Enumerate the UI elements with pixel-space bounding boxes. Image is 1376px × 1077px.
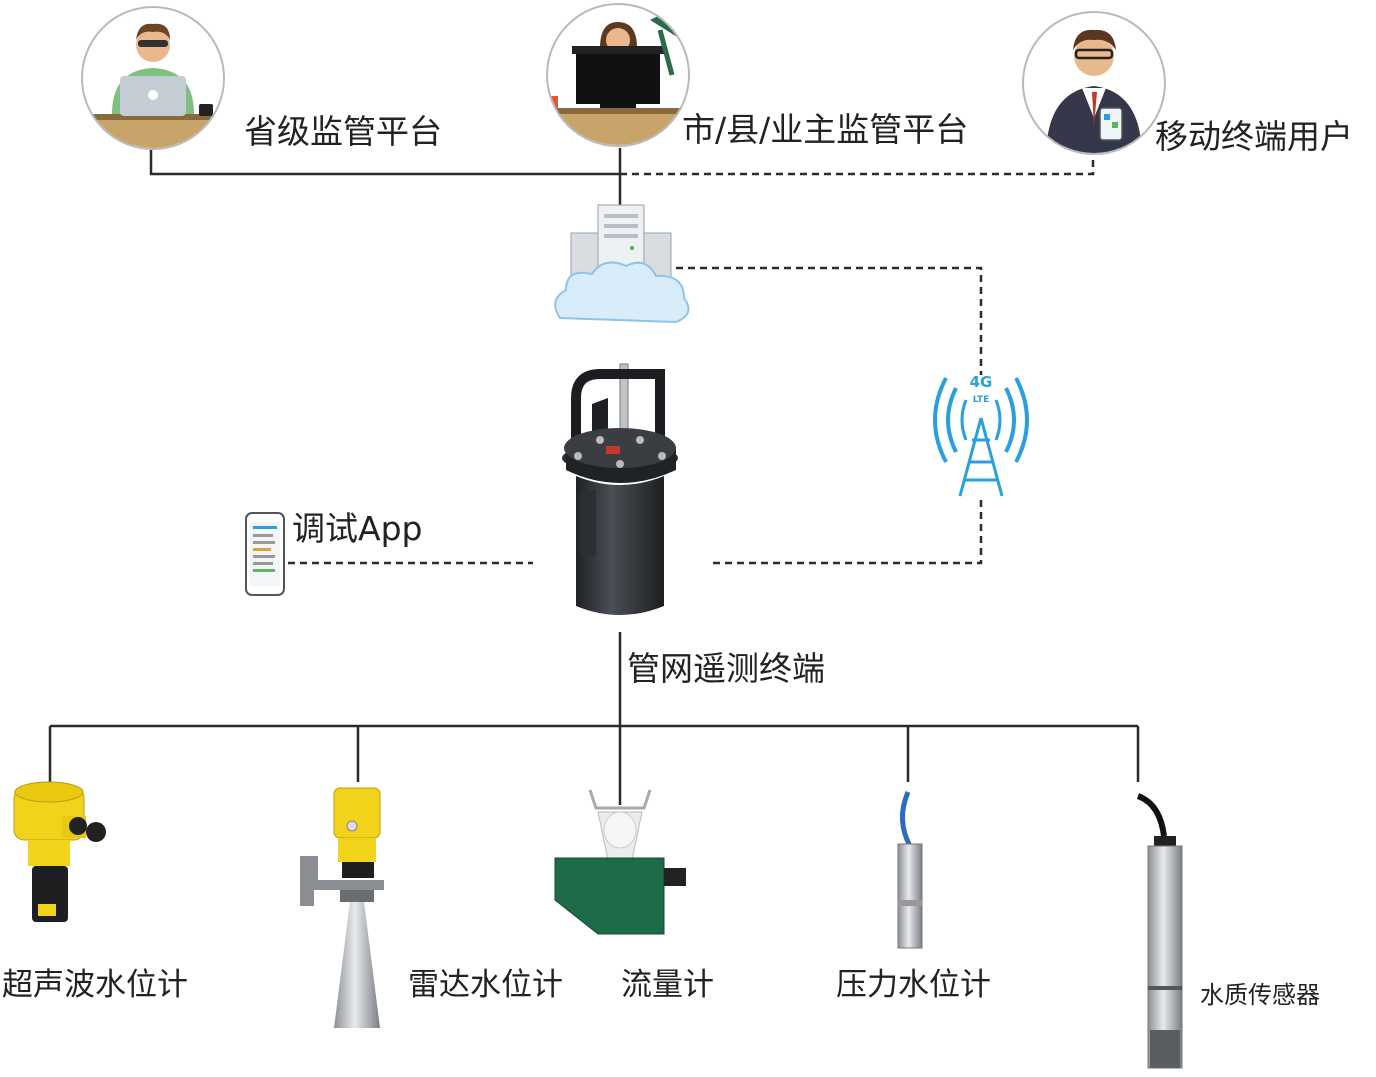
cloud-server-icon (554, 204, 690, 324)
mobile-dashed-line (620, 158, 1095, 176)
radar-label: 雷达水位计 (408, 967, 563, 1003)
connection-lines (48, 148, 1140, 805)
pressure-label: 压力水位计 (836, 967, 991, 1003)
pressure-sensor-device (897, 791, 923, 949)
debug-app-label: 调试App (292, 509, 423, 548)
water-quality-label: 水质传感器 (1200, 981, 1320, 1009)
flow-meter-device (554, 789, 686, 935)
provincial-platform-label: 省级监管平台 (244, 112, 442, 151)
cloud-to-tower-dashed-line (676, 266, 983, 375)
tower-to-terminal-dashed-line (712, 500, 983, 565)
water-quality-sensor-device (1136, 793, 1183, 1069)
mobile-user-label: 移动终端用户 (1155, 117, 1353, 156)
flow-meter-label: 流量计 (621, 967, 714, 1003)
city-platform-label: 市/县/业主监管平台 (682, 110, 969, 149)
radar-sensor-device (300, 787, 384, 1028)
mobile-user-avatar (1022, 11, 1166, 155)
telemetry-terminal-device (562, 363, 678, 615)
tower-badge-text: 4G (970, 373, 993, 391)
smartphone-icon (245, 512, 285, 596)
terminal-label: 管网遥测终端 (627, 649, 825, 688)
ultrasonic-sensor-device (13, 781, 106, 922)
top-solid-line (149, 150, 620, 176)
city-user-avatar (546, 3, 690, 147)
ultrasonic-label: 超声波水位计 (2, 967, 188, 1003)
tower-sub-text: LTE (973, 395, 990, 405)
provincial-user-avatar (81, 6, 225, 150)
4g-tower-icon: 4G LTE (933, 373, 1029, 497)
